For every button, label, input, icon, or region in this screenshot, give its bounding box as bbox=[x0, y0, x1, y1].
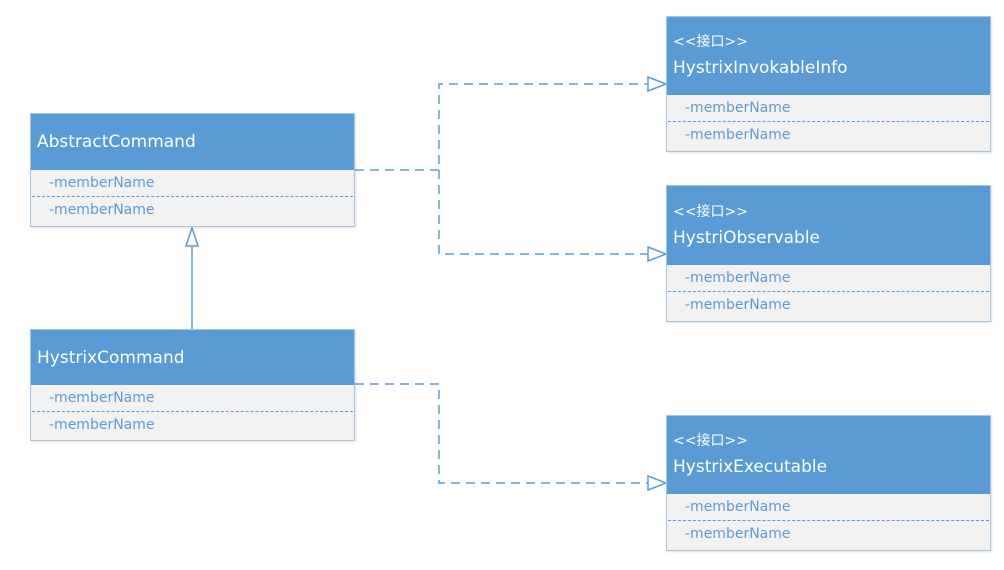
class-hystrix-command[interactable]: HystrixCommand -memberName -memberName bbox=[30, 329, 355, 441]
interface-hystrix-invokable-info[interactable]: <<接口>> HystrixInvokableInfo -memberName … bbox=[666, 16, 991, 152]
member-divider bbox=[668, 520, 989, 521]
class-name: AbstractCommand bbox=[37, 132, 196, 152]
class-member: -memberName bbox=[49, 417, 155, 433]
realization-line-abstractcommand-to-hystriobservable bbox=[438, 170, 648, 255]
class-header: <<接口>> HystrixInvokableInfo bbox=[667, 17, 990, 95]
class-member: -memberName bbox=[685, 270, 791, 286]
generalization-arrowhead-abstractcommand bbox=[184, 225, 200, 247]
class-member: -memberName bbox=[685, 297, 791, 313]
class-header: <<接口>> HystrixExecutable bbox=[667, 416, 990, 494]
member-divider bbox=[32, 411, 353, 412]
class-member: -memberName bbox=[49, 202, 155, 218]
interface-stereotype: <<接口>> bbox=[673, 34, 748, 50]
class-member: -memberName bbox=[49, 175, 155, 191]
class-name: HystrixExecutable bbox=[673, 457, 828, 477]
interface-stereotype: <<接口>> bbox=[673, 433, 748, 449]
class-member: -memberName bbox=[685, 127, 791, 143]
realization-arrowhead-hystrixinvokableinfo bbox=[647, 75, 669, 93]
realization-arrowhead-hystrixexecutable bbox=[647, 474, 669, 492]
class-member: -memberName bbox=[685, 499, 791, 515]
class-abstract-command[interactable]: AbstractCommand -memberName -memberName bbox=[30, 113, 355, 227]
interface-hystri-observable[interactable]: <<接口>> HystriObservable -memberName -mem… bbox=[666, 185, 991, 322]
realization-line-hystrixcommand-to-hystrixexecutable bbox=[355, 383, 648, 484]
realization-line-abstractcommand-to-hystrixinvokableinfo bbox=[355, 83, 648, 171]
class-header: AbstractCommand bbox=[31, 114, 354, 170]
member-divider bbox=[668, 121, 989, 122]
interface-stereotype: <<接口>> bbox=[673, 203, 748, 220]
class-name: HystriObservable bbox=[673, 227, 821, 248]
class-name: HystrixInvokableInfo bbox=[673, 58, 848, 78]
realization-arrowhead-hystriobservable bbox=[647, 245, 669, 263]
class-member: -memberName bbox=[685, 100, 791, 116]
interface-hystrix-executable[interactable]: <<接口>> HystrixExecutable -memberName -me… bbox=[666, 415, 991, 551]
member-divider bbox=[32, 196, 353, 197]
class-name: HystrixCommand bbox=[37, 347, 185, 368]
class-member: -memberName bbox=[685, 526, 791, 542]
class-member: -memberName bbox=[49, 390, 155, 406]
class-header: HystrixCommand bbox=[31, 330, 354, 385]
class-header: <<接口>> HystriObservable bbox=[667, 186, 990, 265]
member-divider bbox=[668, 291, 989, 292]
